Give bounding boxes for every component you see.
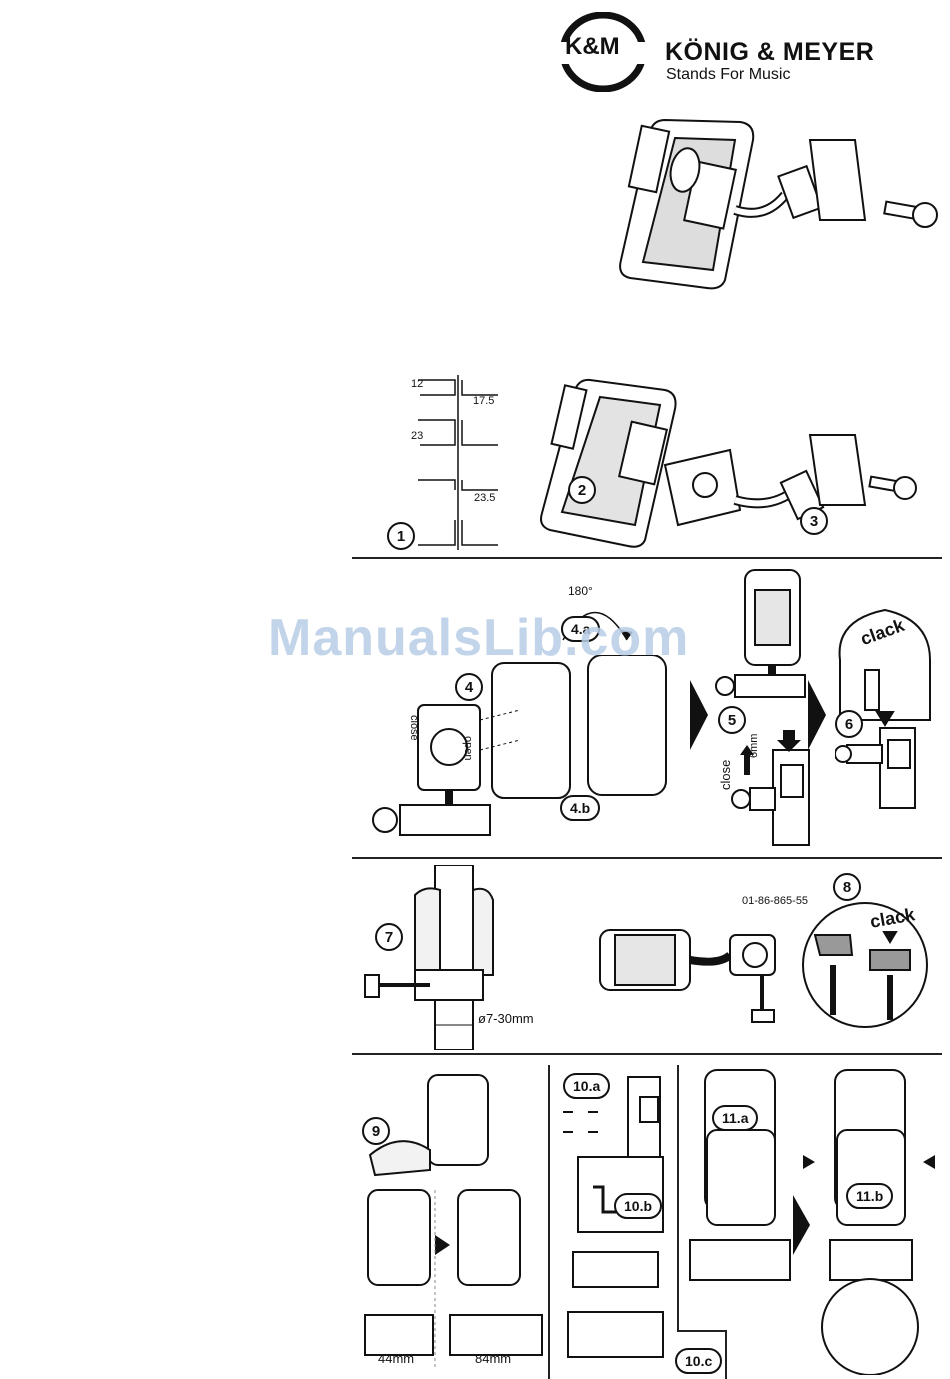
dim-12: 12: [411, 378, 423, 390]
section-divider: [352, 1053, 942, 1055]
mounting-plate-illustration: [370, 655, 690, 840]
step-4-marker: 4: [455, 673, 483, 701]
dim-23-5: 23.5: [474, 492, 495, 504]
sequence-arrow-icon: [690, 680, 710, 750]
step-9-marker: 9: [362, 1117, 390, 1145]
dim-84mm: 84mm: [475, 1351, 511, 1366]
step-11b-marker: 11.b: [846, 1183, 893, 1209]
step-10a-marker: 10.a: [563, 1073, 610, 1099]
dim-diameter: ø7-30mm: [478, 1011, 534, 1026]
dim-6mm: 6mm: [748, 734, 760, 758]
step-3-marker: 3: [800, 507, 828, 535]
logo-text: K&M: [565, 33, 620, 61]
assembled-holder-illustration: [580, 915, 800, 1025]
section-divider: [352, 557, 942, 559]
step-2-marker: 2: [568, 476, 596, 504]
step-11a-marker: 11.a: [712, 1105, 758, 1131]
spacer-insert-illustration: [558, 1072, 673, 1372]
step-6-marker: 6: [835, 710, 863, 738]
part-number: 01-86-865-55: [742, 895, 808, 907]
tagline: Stands For Music: [666, 66, 790, 84]
width-adjust-illustration: [360, 1070, 545, 1370]
section-divider: [352, 857, 942, 859]
brand-name: KÖNIG & MEYER: [665, 38, 874, 67]
step-10b-marker: 10.b: [614, 1193, 662, 1219]
column-divider: [548, 1065, 550, 1379]
step-4b-marker: 4.b: [560, 795, 600, 821]
label-close-left: close: [408, 715, 420, 741]
step-8-marker: 8: [833, 873, 861, 901]
label-open-left: open: [462, 736, 474, 760]
dim-23: 23: [411, 430, 423, 442]
product-illustration: [595, 110, 945, 295]
label-close: close: [718, 760, 733, 790]
step-7-marker: 7: [375, 923, 403, 951]
watermark: ManualsLib.com: [268, 608, 689, 668]
gooseneck-clamp-illustration: [660, 425, 935, 540]
step-1-marker: 1: [387, 522, 415, 550]
dim-44mm: 44mm: [378, 1351, 414, 1366]
dim-17-5: 17.5: [473, 395, 494, 407]
holder-mounted-illustration: [715, 565, 810, 705]
column-divider: [677, 1065, 679, 1330]
close-detail-illustration: [725, 730, 815, 855]
